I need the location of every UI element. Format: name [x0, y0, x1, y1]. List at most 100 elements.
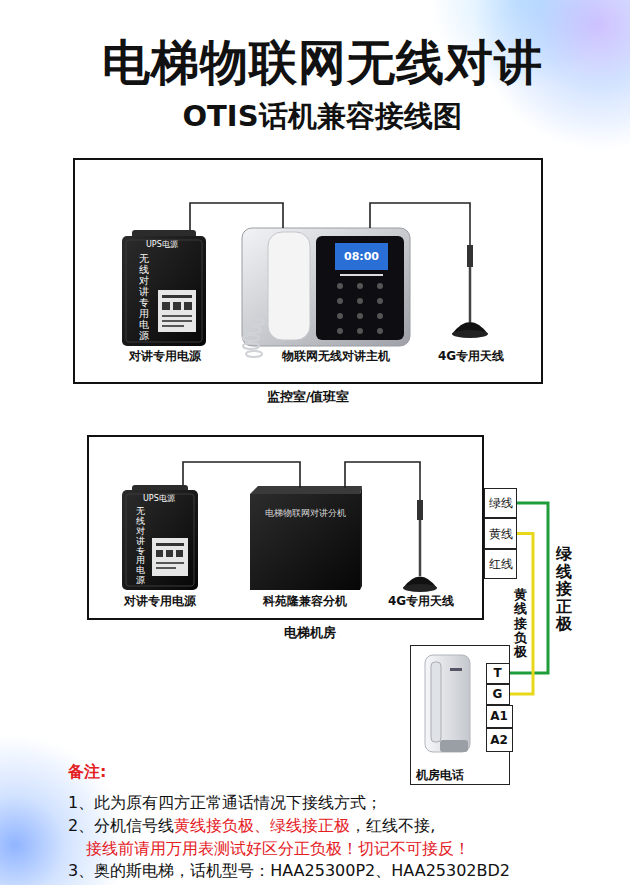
- node-label: 红线: [489, 557, 513, 571]
- device-text: 无线对讲专用电源: [139, 253, 149, 341]
- device-text: 无线对讲专用电源: [136, 507, 145, 586]
- wire: [370, 203, 470, 228]
- drawing-part: [248, 319, 264, 325]
- device-text: UPS电源: [146, 241, 178, 249]
- room-frame: 电梯机房对讲专用电源科苑隆兼容分机4G专用天线: [87, 435, 484, 620]
- device-text: 电梯物联网对讲分机: [250, 507, 360, 520]
- drawing-part: [450, 668, 462, 671]
- intercom-extension: [250, 486, 362, 590]
- node-label: 黄线: [489, 527, 513, 541]
- phone-handset: [425, 655, 470, 752]
- drawing-part: [340, 274, 383, 276]
- drawing-part: [176, 550, 183, 557]
- drawing-part: [126, 494, 194, 586]
- drawing-part: [122, 490, 198, 590]
- drawing-part: [425, 655, 470, 752]
- drawing-part: [357, 298, 363, 304]
- note-row: 2、分机信号线黄线接负极、绿线接正极，红线不接,: [68, 817, 435, 835]
- drawing-part: [469, 208, 471, 245]
- device-unit: 4G专用天线: [385, 470, 457, 610]
- node-label: 科苑隆兼容分机: [245, 594, 365, 608]
- note-line: 3、奥的斯电梯，话机型号：HAA25300P2、HAA25302BD2: [68, 862, 510, 880]
- screen-time: 08:00: [335, 250, 388, 263]
- node-label: 4G专用天线: [385, 594, 457, 608]
- node-label: A2: [490, 733, 508, 747]
- drawing-part: [337, 283, 343, 289]
- pin-terminal: G: [486, 684, 510, 705]
- room-heading: 监控室/值班室: [75, 389, 541, 404]
- drawing-part: [419, 520, 422, 576]
- node-label: 机房电话: [391, 768, 489, 782]
- device-unit: 科苑隆兼容分机: [245, 488, 365, 610]
- drawing-part: [156, 562, 184, 564]
- pin-terminal: A1: [486, 705, 513, 728]
- drawing-part: [126, 240, 202, 342]
- note-line: 1、此为原有四方正常通话情况下接线方式；: [68, 794, 382, 812]
- drawing-part: [377, 313, 383, 319]
- drawing-part: [242, 228, 410, 346]
- wire-label: 黄线接负极: [514, 588, 527, 659]
- wire-label: 绿线接正极: [556, 545, 572, 633]
- drawing-part: [377, 298, 383, 304]
- device-unit: 对讲专用电源: [115, 230, 215, 365]
- drawing-part: [337, 328, 343, 334]
- node-label: G: [493, 687, 503, 701]
- intercom-host: [242, 228, 410, 357]
- node-label: 4G专用天线: [435, 349, 507, 363]
- device-unit: 物联网无线对讲主机: [238, 228, 418, 365]
- pin-terminal: T: [486, 663, 510, 684]
- drawing-part: [469, 267, 472, 322]
- drawing-part: [360, 486, 362, 590]
- drawing-part: [156, 567, 176, 569]
- drawing-part: [156, 543, 184, 546]
- note-heading: 备注:: [68, 762, 106, 783]
- wire: [190, 203, 283, 230]
- antenna: [452, 208, 488, 338]
- note-emphasis: 黄线接负极、绿线接正极: [174, 816, 350, 835]
- drawing-part: [357, 283, 363, 289]
- drawing-part: [162, 315, 192, 317]
- drawing-part: [162, 302, 170, 310]
- terminal-box: 绿线: [484, 488, 517, 518]
- node-label: A1: [490, 709, 508, 723]
- node-label: T: [493, 666, 501, 680]
- drawing-part: [337, 313, 343, 319]
- drawing-part: [158, 290, 196, 332]
- node-label: 绿线: [489, 496, 513, 510]
- note-warning: 接线前请用万用表测试好区分正负极！切记不可接反！: [86, 840, 470, 858]
- drawing-part: [166, 550, 173, 557]
- terminal-box: 红线: [484, 549, 517, 579]
- drawing-part: [452, 330, 488, 338]
- device-unit: 对讲专用电源: [115, 485, 205, 610]
- drawing-part: [162, 295, 192, 298]
- device-unit: 4G专用天线: [435, 208, 507, 365]
- drawing-part: [417, 500, 423, 520]
- node-label: 对讲专用电源: [115, 594, 205, 608]
- wire: [345, 462, 420, 488]
- antenna: [403, 470, 437, 592]
- drawing-part: [419, 470, 421, 500]
- drawing-part: [431, 662, 441, 742]
- drawing-part: [173, 302, 181, 310]
- drawing-part: [162, 320, 192, 322]
- drawing-part: [246, 351, 262, 357]
- subtitle: OTIS话机兼容接线图: [0, 99, 630, 134]
- ups-battery: [122, 485, 198, 590]
- node-label: 对讲专用电源: [115, 349, 215, 363]
- drawing-part: [152, 538, 188, 576]
- note-line: ，红线不接,: [350, 816, 435, 835]
- drawing-part: [357, 313, 363, 319]
- drawing-part: [335, 243, 388, 270]
- node-label: 物联网无线对讲主机: [246, 349, 426, 363]
- drawing-part: [316, 236, 404, 340]
- pin-terminal: A2: [486, 728, 513, 752]
- drawing-part: [156, 550, 163, 557]
- drawing-part: [440, 740, 468, 752]
- drawing-part: [184, 302, 192, 310]
- drawing-part: [122, 236, 206, 346]
- drawing-part: [337, 298, 343, 304]
- drawing-part: [467, 245, 473, 267]
- drawing-part: [245, 327, 261, 333]
- device-text: UPS电源: [143, 495, 175, 503]
